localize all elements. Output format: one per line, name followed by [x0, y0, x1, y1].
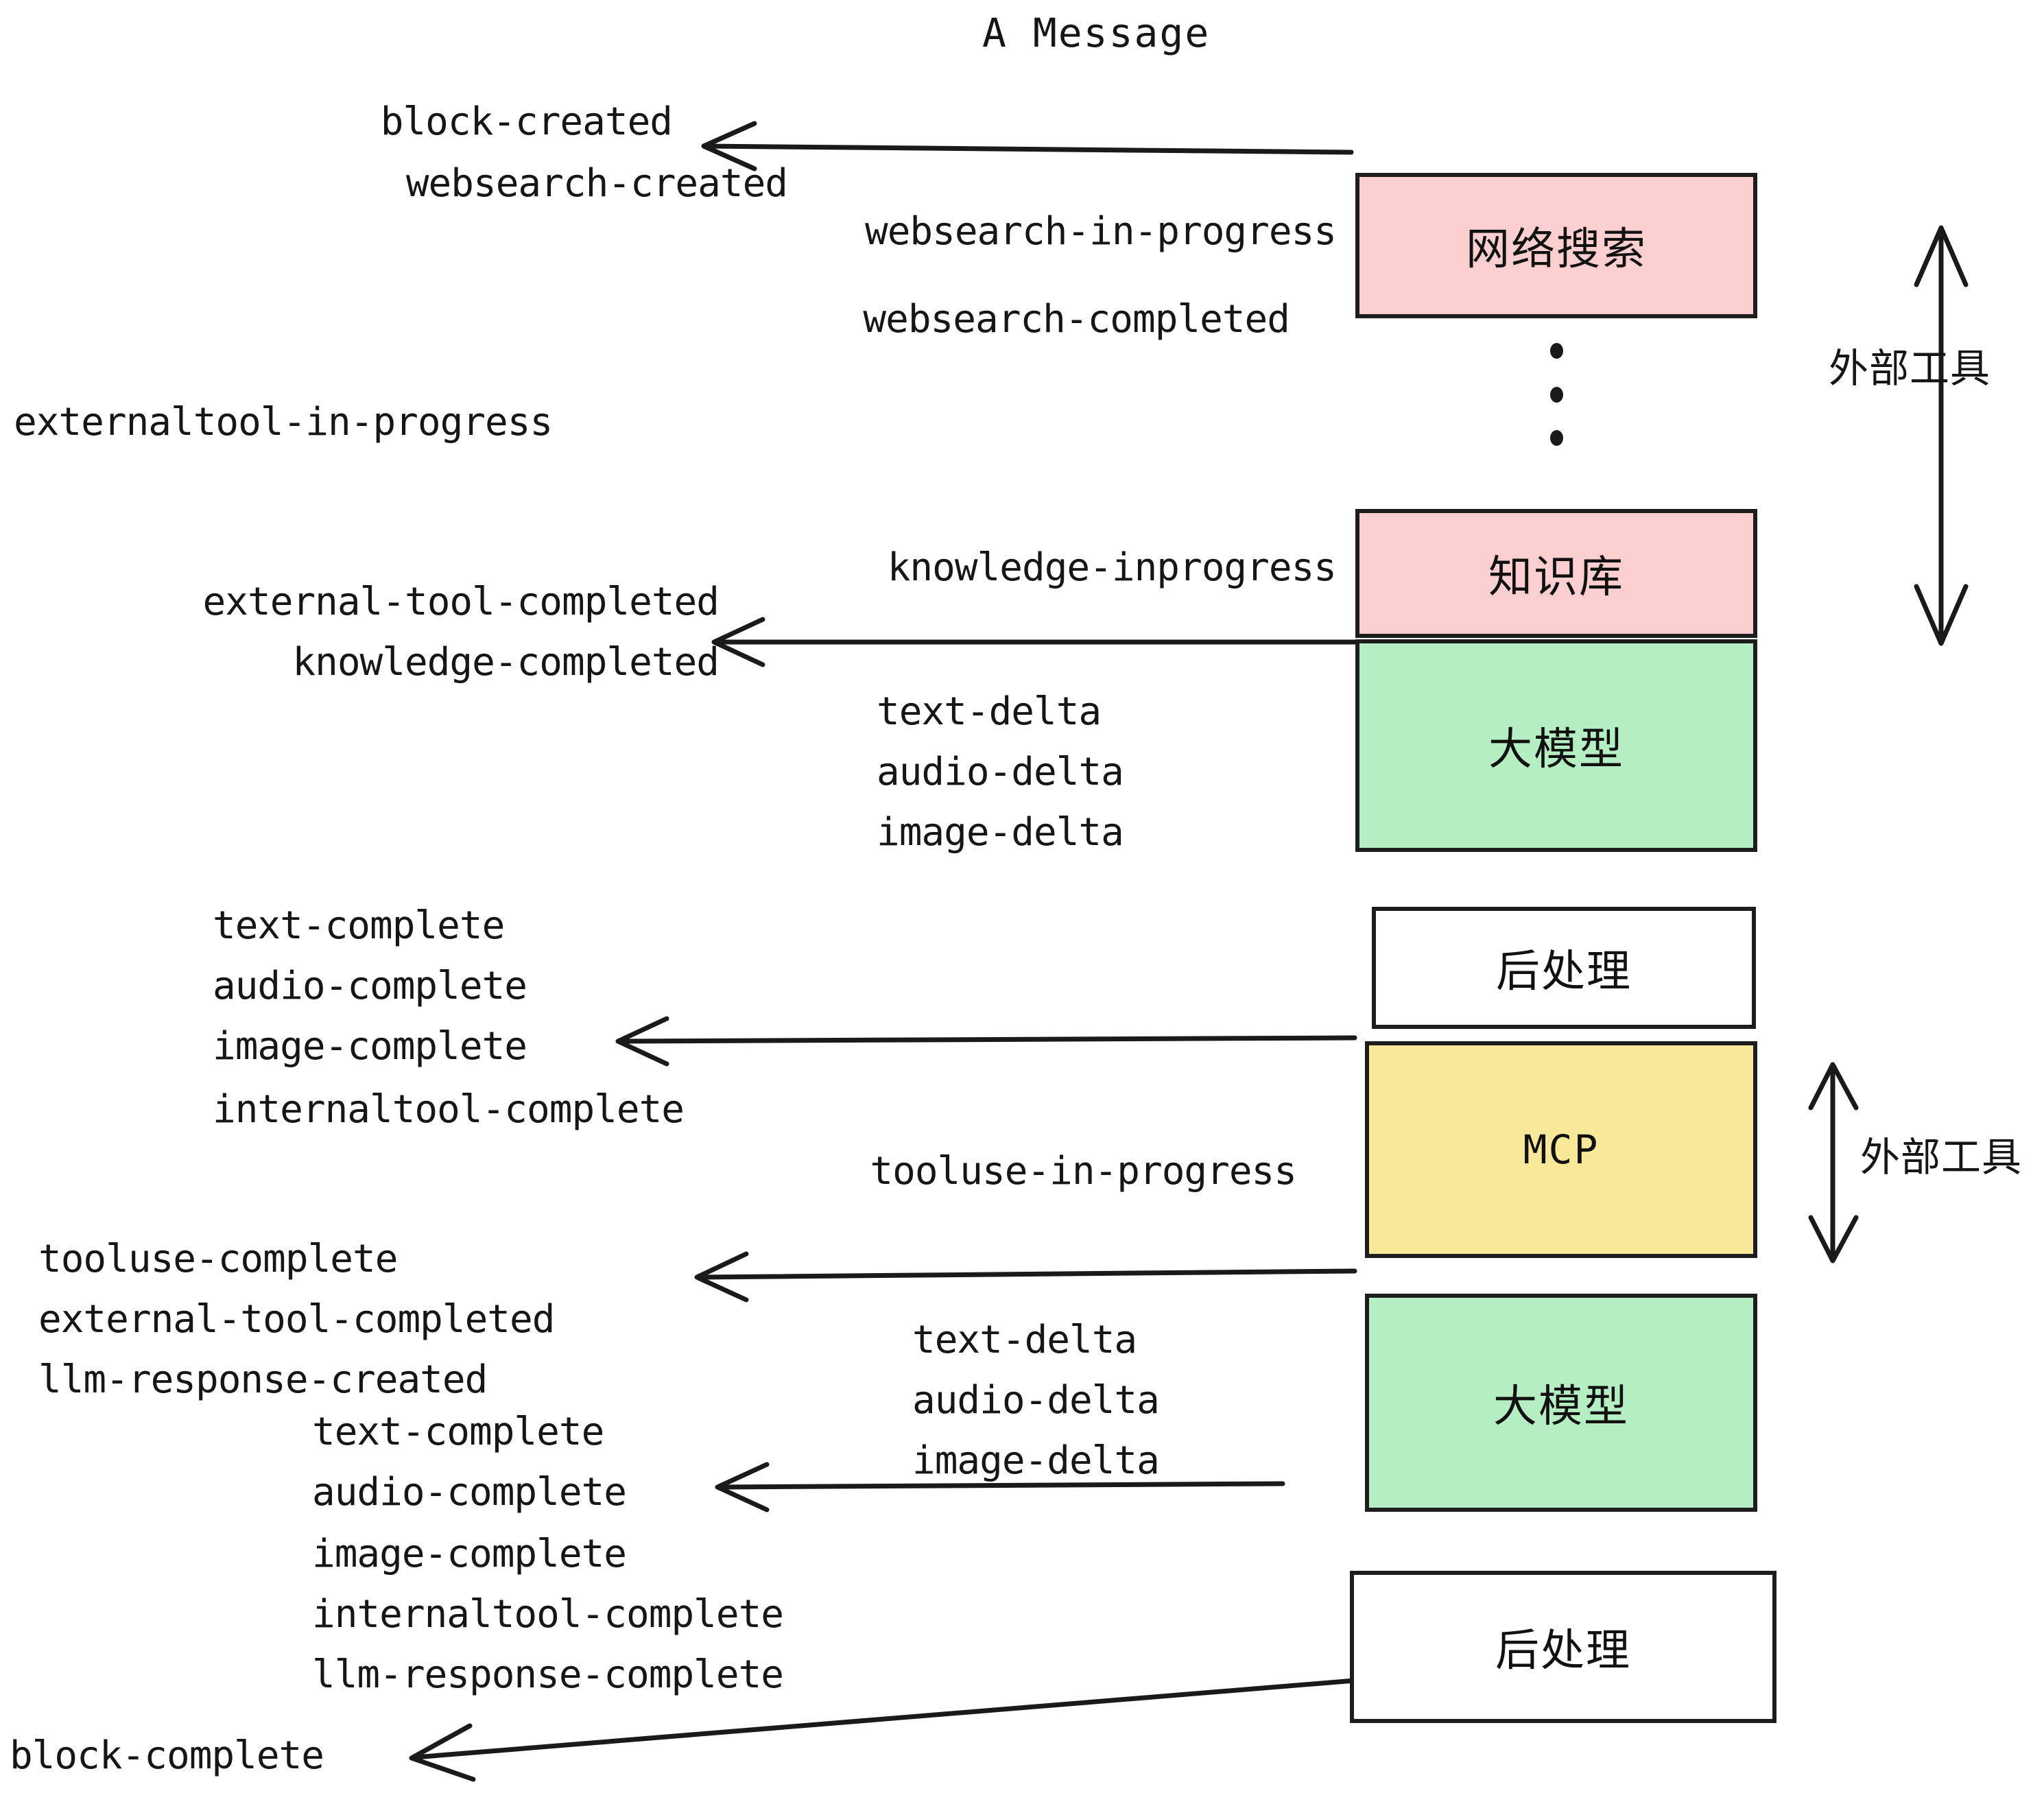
- event-audio-complete-first: audio-complete: [213, 964, 527, 1008]
- event-image-delta-second: image-delta: [912, 1438, 1160, 1483]
- event-text-delta-second: text-delta: [912, 1318, 1137, 1362]
- event-image-complete-first: image-complete: [213, 1024, 527, 1069]
- event-knowledge-inprogress: knowledge-inprogress: [887, 545, 1337, 590]
- event-websearch-created: websearch-created: [405, 161, 788, 206]
- box-postprocess-second[interactable]: 后处理: [1350, 1571, 1776, 1723]
- event-audio-complete-second: audio-complete: [312, 1470, 627, 1515]
- event-llm-response-complete: llm-response-complete: [312, 1652, 784, 1697]
- event-audio-delta-second: audio-delta: [912, 1378, 1160, 1423]
- event-image-delta-first: image-delta: [877, 810, 1124, 855]
- event-text-complete-second: text-complete: [312, 1410, 604, 1454]
- event-externaltool-in-progress: externaltool-in-progress: [14, 400, 553, 444]
- box-llm-first[interactable]: 大模型: [1355, 639, 1757, 852]
- event-websearch-completed: websearch-completed: [863, 297, 1290, 342]
- vertical-ellipsis-icon: [1548, 343, 1565, 446]
- event-audio-delta-first: audio-delta: [877, 750, 1124, 794]
- event-external-tool-completed-first: external-tool-completed: [202, 580, 720, 624]
- event-knowledge-completed: knowledge-completed: [292, 640, 720, 685]
- event-tooluse-complete: tooluse-complete: [38, 1237, 398, 1281]
- external-tools-label-upper: 外部工具: [1829, 345, 1991, 392]
- event-external-tool-completed-second: external-tool-completed: [38, 1297, 555, 1342]
- box-label: 网络搜索: [1466, 224, 1647, 275]
- external-tools-label-lower: 外部工具: [1860, 1134, 2023, 1180]
- box-web-search[interactable]: 网络搜索: [1355, 173, 1757, 318]
- event-block-complete: block-complete: [10, 1733, 324, 1778]
- box-label: 知识库: [1488, 552, 1624, 603]
- box-mcp[interactable]: MCP: [1365, 1041, 1757, 1258]
- box-label: 大模型: [1493, 1381, 1629, 1432]
- event-internaltool-complete-first: internaltool-complete: [213, 1087, 685, 1132]
- event-text-delta-first: text-delta: [877, 689, 1102, 734]
- box-knowledge-base[interactable]: 知识库: [1355, 509, 1757, 638]
- box-llm-second[interactable]: 大模型: [1365, 1294, 1757, 1512]
- box-label: 后处理: [1496, 947, 1632, 997]
- event-text-complete-first: text-complete: [213, 903, 505, 948]
- event-tooluse-in-progress: tooluse-in-progress: [870, 1149, 1297, 1194]
- event-llm-response-created: llm-response-created: [38, 1357, 488, 1402]
- box-label: 大模型: [1488, 724, 1624, 775]
- box-label: 后处理: [1495, 1626, 1631, 1676]
- box-postprocess-first[interactable]: 后处理: [1372, 907, 1756, 1029]
- event-block-created: block-created: [380, 99, 673, 144]
- event-websearch-in-progress: websearch-in-progress: [864, 209, 1337, 254]
- event-internaltool-complete-second: internaltool-complete: [312, 1592, 784, 1637]
- event-image-complete-second: image-complete: [312, 1532, 627, 1576]
- box-label: MCP: [1523, 1126, 1600, 1173]
- diagram-title: A Message: [982, 10, 1211, 56]
